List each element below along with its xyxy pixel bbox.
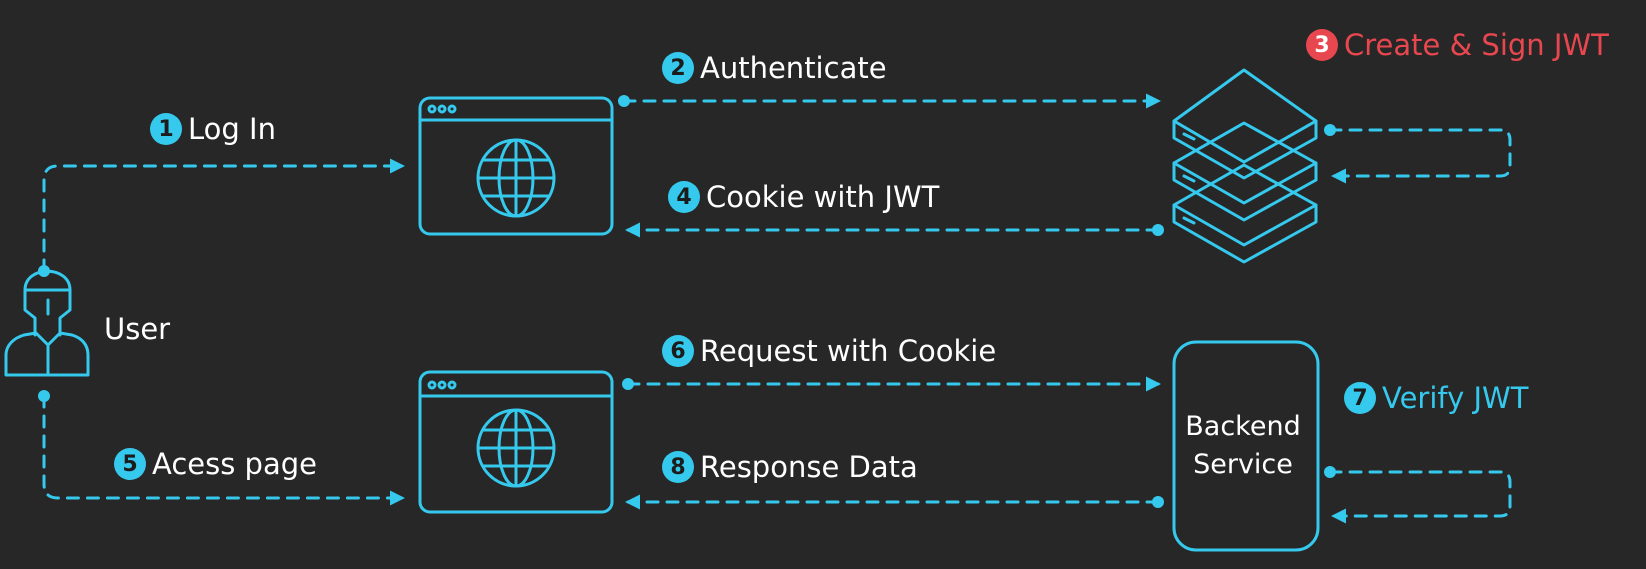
step-5-label: 5 Acess page [114, 447, 317, 481]
endpoint-dot [38, 390, 50, 402]
step-2-badge: 2 [662, 52, 694, 84]
step-5-badge: 5 [114, 448, 146, 480]
user-label: User [104, 312, 171, 346]
step-1-text: Log In [188, 112, 276, 146]
step-7-label: 7 Verify JWT [1344, 381, 1528, 415]
step-6-text: Request with Cookie [700, 334, 997, 368]
step-3-text: Create & Sign JWT [1344, 28, 1609, 62]
step-4-label: 4 Cookie with JWT [668, 180, 939, 214]
step-4-text: Cookie with JWT [706, 180, 940, 214]
globe-icon [476, 138, 556, 218]
backend-line-1: Backend [1185, 411, 1301, 442]
endpoint-dot [38, 265, 50, 277]
backend-line-2: Service [1193, 449, 1293, 480]
step-2-label: 2 Authenticate [662, 51, 887, 85]
step-1-badge: 1 [150, 113, 182, 145]
endpoint-dot [1152, 496, 1164, 508]
globe-icon [476, 408, 556, 488]
endpoint-dot [1324, 124, 1336, 136]
user-icon [4, 269, 90, 377]
step-3-badge: 3 [1306, 29, 1338, 61]
step-8-label: 8 Response Data [662, 450, 918, 484]
arrow-verify-loop [1328, 470, 1512, 524]
step-6-badge: 6 [662, 335, 694, 367]
step-2-text: Authenticate [700, 51, 887, 85]
step-8-badge: 8 [662, 451, 694, 483]
server-stack-icon [1172, 68, 1318, 264]
endpoint-dot [622, 378, 634, 390]
endpoint-dot [1324, 466, 1336, 478]
step-7-badge: 7 [1344, 382, 1376, 414]
step-6-label: 6 Request with Cookie [662, 334, 996, 368]
browser-window-bottom [418, 370, 614, 514]
step-5-text: Acess page [152, 447, 317, 481]
step-7-text: Verify JWT [1382, 381, 1529, 415]
arrow-login [42, 158, 405, 273]
arrow-access-page [42, 394, 405, 506]
endpoint-dot [618, 95, 630, 107]
step-4-badge: 4 [668, 181, 700, 213]
arrow-create-sign-loop [1328, 128, 1512, 184]
step-8-text: Response Data [700, 450, 918, 484]
browser-window-top [418, 96, 614, 236]
backend-service-box [1172, 340, 1320, 552]
step-1-label: 1 Log In [150, 112, 276, 146]
endpoint-dot [1152, 224, 1164, 236]
step-3-label: 3 Create & Sign JWT [1306, 28, 1609, 62]
backend-service-label: Backend Service [1170, 408, 1316, 484]
